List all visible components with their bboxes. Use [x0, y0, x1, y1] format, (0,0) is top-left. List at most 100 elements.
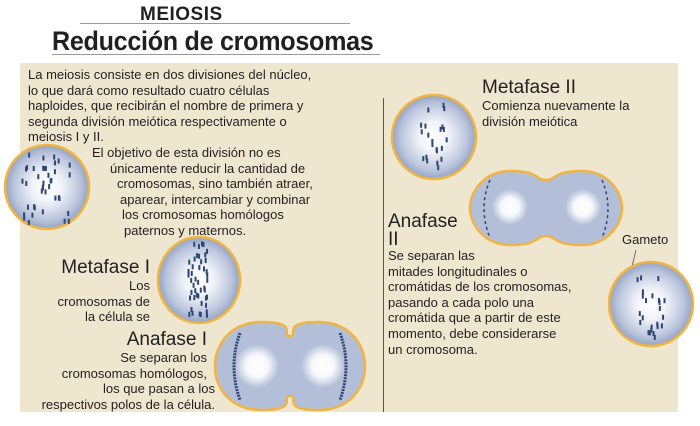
chromosome-mark — [191, 264, 194, 270]
chromosome-mark — [53, 160, 56, 166]
chromosome-mark — [205, 312, 208, 318]
text-line: paternos y maternos. — [124, 222, 247, 238]
chromosome-mark — [40, 188, 43, 194]
text-line: los que pasan a los — [102, 381, 215, 397]
chromosome-mark — [440, 145, 443, 151]
chromosome-mark — [422, 156, 425, 162]
chromosome-mark — [190, 307, 193, 313]
chromosome-mark — [26, 204, 29, 210]
chromosome-mark — [650, 327, 653, 333]
chromosome-mark — [23, 215, 26, 221]
text-line: lo que dará como resultado cuatro célula… — [28, 82, 270, 98]
chromosome-mark — [33, 204, 36, 210]
chromosome-mark — [67, 218, 70, 224]
chromosome-mark — [443, 106, 446, 112]
chromosome-mark — [32, 166, 35, 172]
chromosome-mark — [193, 241, 196, 247]
chromosome-mark — [198, 311, 201, 317]
text-line: La meiosis consiste en dos divisiones de… — [28, 67, 312, 82]
chromosome-mark — [25, 166, 28, 172]
chromosome-mark — [25, 180, 28, 186]
page-title: Reducción de cromosomas — [52, 26, 374, 56]
cell-gameto — [607, 260, 695, 348]
chromosome-mark — [37, 174, 40, 180]
metafase2-label: Metafase II Comienza nuevamente la divis… — [482, 78, 629, 129]
intro-text: La meiosis consiste en dos divisiones de… — [28, 67, 311, 145]
chromosome-mark — [206, 277, 209, 283]
text-line: El objetivo de esta división no es — [92, 145, 281, 160]
chromosome-mark — [437, 165, 440, 171]
kicker: MEIOSIS — [140, 4, 223, 25]
chromosome-mark — [435, 148, 438, 154]
chromosome-mark — [431, 142, 434, 148]
text-line: respectivos polos de la célula. — [41, 396, 215, 412]
chromosome-mark — [641, 293, 644, 299]
text-line: cromosomas homólogos, — [61, 365, 207, 381]
chromosome-mark — [42, 165, 45, 171]
chromosome-mark — [206, 272, 209, 278]
chromosome-mark — [187, 268, 190, 274]
anafase1-title: Anafase I — [126, 329, 207, 350]
text-line: haploides, que recibirán el nombre de pr… — [28, 98, 304, 114]
text-line: cromátida que a partir de este — [388, 310, 561, 326]
chromosome-mark — [200, 241, 203, 247]
chromosome-mark — [205, 269, 208, 275]
chromosome-mark — [198, 253, 201, 259]
text-line: Se separan las — [388, 248, 475, 263]
chromosome-mark — [663, 298, 666, 304]
text-line: la célula se — [84, 309, 150, 325]
chromosome-mark — [53, 154, 56, 160]
text-line: los cromosomas homólogos — [122, 207, 284, 223]
anafase2-label: Anafase II Se separan las mitades longit… — [388, 212, 572, 357]
chromosome-mark — [204, 295, 207, 301]
chromosome-mark — [641, 289, 644, 295]
text-line: cromosomas, sino también atraer, — [117, 176, 313, 192]
chromosome-mark — [641, 315, 644, 321]
column-divider — [383, 98, 384, 412]
chromosome-mark — [190, 277, 193, 283]
text-line: cromosomas de — [57, 293, 150, 309]
chromosome-mark — [442, 126, 445, 132]
chromosome-mark — [67, 210, 70, 216]
chromosome-mark — [442, 102, 445, 108]
chromosome-mark — [657, 276, 660, 282]
chromosome-mark — [426, 158, 429, 164]
text-line: Se separan los — [120, 350, 207, 365]
chromosome-mark — [68, 172, 71, 178]
chromosome-mark — [424, 123, 427, 129]
chromosome-mark — [656, 324, 659, 330]
divider-rule — [52, 54, 380, 55]
text-line: división meiótica — [482, 113, 578, 129]
text-line: pasando a cada polo una — [388, 294, 535, 310]
chromosome-mark — [431, 138, 434, 144]
chromosome-mark — [648, 330, 651, 336]
chromosome-mark — [197, 279, 200, 285]
chromosome-mark — [189, 295, 192, 301]
chromosome-mark — [53, 169, 56, 175]
chromosome-mark — [200, 259, 203, 265]
chromosome-mark — [57, 195, 60, 201]
text-line: momento, debe considerarse — [388, 325, 557, 341]
chromosome-mark — [194, 288, 197, 294]
chromosome-mark — [193, 256, 196, 262]
chromosome-mark — [650, 324, 653, 330]
chromosome-mark — [436, 160, 439, 166]
chromosome-mark — [42, 155, 45, 161]
chromosome-mark — [54, 195, 57, 201]
chromosome-mark — [203, 266, 206, 272]
metafase1-label: Metafase I Los cromosomas de la célula s… — [58, 258, 150, 325]
chromosome-mark — [28, 152, 31, 158]
chromosome-mark — [202, 242, 205, 248]
chromosome-mark — [193, 295, 196, 301]
objective-text: El objetivo de esta división no es única… — [92, 145, 313, 239]
chromosome-mark — [187, 272, 190, 278]
chromosome-mark — [206, 248, 209, 254]
chromosome-mark — [68, 162, 71, 168]
chromosome-mark — [190, 270, 193, 276]
chromosome-mark — [658, 305, 661, 311]
chromosome-mark — [203, 285, 206, 291]
cell-anafase-2 — [468, 169, 624, 247]
chromosome-mark — [445, 137, 448, 143]
chromosome-mark — [63, 218, 66, 224]
text-line: Comienza nuevamente la — [482, 98, 630, 113]
